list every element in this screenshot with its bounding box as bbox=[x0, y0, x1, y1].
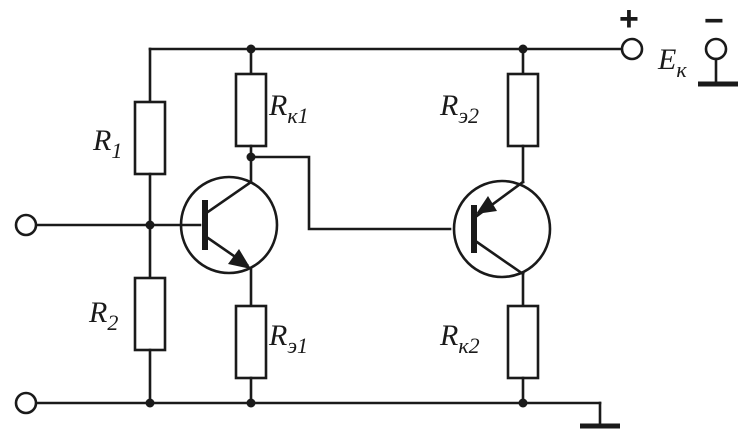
junction-dot bbox=[518, 398, 528, 408]
junction-dot bbox=[518, 44, 528, 54]
resistor-r2-label: R2 bbox=[88, 296, 118, 335]
resistor-rk2-label: Rк2 bbox=[439, 319, 480, 358]
resistor-rk1 bbox=[234, 72, 268, 148]
resistor-re2-label: Rэ2 bbox=[439, 89, 479, 128]
supply-label: Eк bbox=[657, 43, 687, 82]
junction-dot bbox=[145, 398, 155, 408]
transistor-t2-emitter-arrow-icon bbox=[476, 196, 497, 214]
transistor-t2-collector bbox=[472, 238, 525, 276]
resistor-re1 bbox=[234, 304, 268, 380]
plus-sign: + bbox=[619, 0, 639, 38]
supply-plus-terminal bbox=[620, 37, 644, 61]
resistor-re1-label: Rэ1 bbox=[268, 319, 308, 358]
input-terminal bbox=[14, 213, 38, 237]
common-terminal bbox=[14, 391, 38, 415]
resistor-rk2 bbox=[506, 304, 540, 380]
transistor-t1-emitter-arrow-icon bbox=[228, 249, 251, 269]
minus-sign: − bbox=[704, 2, 724, 40]
resistor-re2 bbox=[506, 72, 540, 148]
junction-dot bbox=[145, 220, 155, 230]
interstage-wire bbox=[249, 155, 452, 231]
resistor-r1-label: R1 bbox=[92, 124, 122, 163]
resistor-r2 bbox=[133, 276, 167, 352]
junction-dot bbox=[246, 398, 256, 408]
transistor-t2-body bbox=[452, 179, 552, 279]
supply-minus-terminal bbox=[704, 37, 728, 61]
junction-dot bbox=[246, 152, 256, 162]
resistor-rk1-label: Rк1 bbox=[268, 89, 309, 128]
resistor-r1 bbox=[133, 100, 167, 176]
transistor-t1-collector bbox=[203, 180, 253, 216]
junction-dot bbox=[246, 44, 256, 54]
transistor-t1-body bbox=[179, 175, 279, 275]
